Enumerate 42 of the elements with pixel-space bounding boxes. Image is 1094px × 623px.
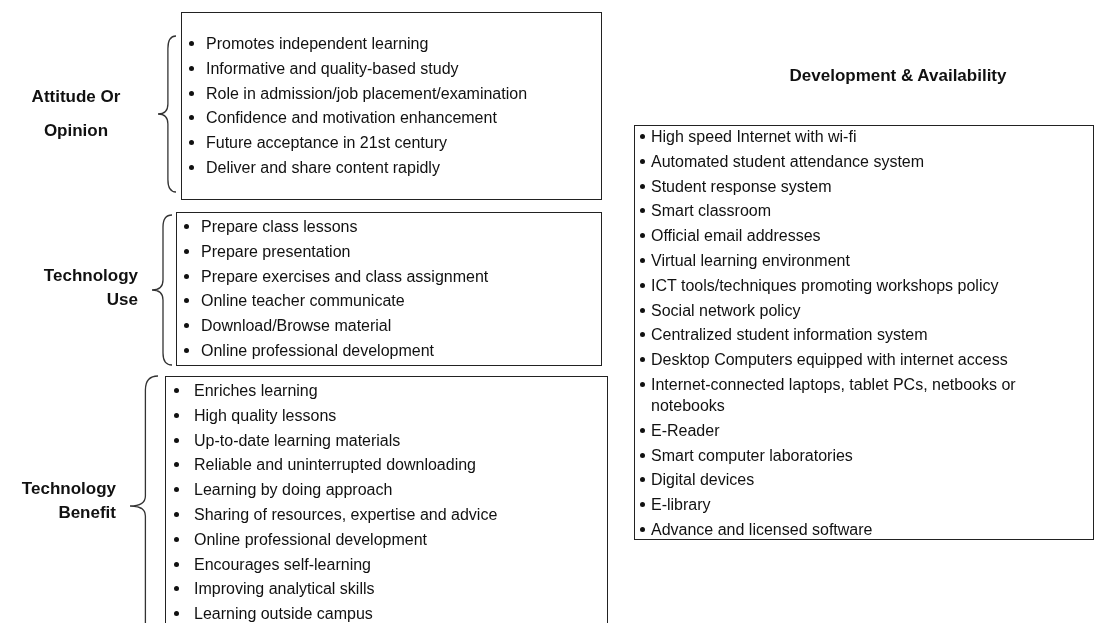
bullet-item: Centralized student information system xyxy=(640,324,1085,350)
group-heading: Technology Benefit xyxy=(20,478,116,524)
bullet-item: Automated student attendance system xyxy=(640,150,1085,176)
bullet-item: Encourages self-learning xyxy=(174,553,601,579)
bullet-item: Role in admission/job placement/examination xyxy=(189,82,595,108)
bullet-item: Enriches learning xyxy=(174,380,601,405)
bullet-item: Prepare exercises and class assignment xyxy=(184,265,595,291)
bullet-item: Digital devices xyxy=(640,469,1085,495)
bullet-item: Advance and licensed software xyxy=(640,518,1085,544)
bullet-item: Promotes independent learning xyxy=(189,33,595,58)
bullet-item: Deliver and share content rapidly xyxy=(189,157,595,182)
bullet-item: High quality lessons xyxy=(174,404,601,430)
bullet-item: Online professional development xyxy=(184,340,595,365)
bullet-item: Smart computer laboratories xyxy=(640,444,1085,470)
bullet-item: Desktop Computers equipped with internet access xyxy=(640,349,1085,374)
bullet-item: E-library xyxy=(640,494,1085,519)
bullet-item: Learning outside campus xyxy=(174,603,601,623)
bullet-item: Learning by doing approach xyxy=(174,479,601,504)
bullet-item: Informative and quality-based study xyxy=(189,57,595,83)
bullet-item: Social network policy xyxy=(640,299,1085,325)
bullet-item: High speed Internet with wi-fi xyxy=(640,126,1085,151)
bullet-item: Student response system xyxy=(640,175,1085,201)
bullet-item: Improving analytical skills xyxy=(174,578,601,604)
group-heading: Technology Use xyxy=(42,265,138,311)
bullet-item: Smart classroom xyxy=(640,200,1085,226)
bullet-item: Up-to-date learning materials xyxy=(174,429,601,455)
bullet-item: Future acceptance in 21st century xyxy=(189,132,595,157)
bullet-item: Reliable and uninterrupted downloading xyxy=(174,454,601,480)
group-heading: Development & Availability xyxy=(788,65,1008,87)
bullet-item: Sharing of resources, expertise and advice xyxy=(174,504,601,529)
bullet-item: Internet-connected laptops, tablet PCs, netbooks or notebooks xyxy=(640,373,1085,420)
bullet-item: Prepare class lessons xyxy=(184,216,595,241)
bullet-item: Prepare presentation xyxy=(184,240,595,266)
bullet-item: Online professional development xyxy=(174,528,601,554)
bullet-item: Download/Browse material xyxy=(184,315,595,340)
bullet-item: E-Reader xyxy=(640,419,1085,445)
bullet-item: ICT tools/techniques promoting workshops policy xyxy=(640,274,1085,300)
bullet-item: Official email addresses xyxy=(640,225,1085,250)
bullet-item: Confidence and motivation enhancement xyxy=(189,107,595,133)
group-heading: Attitude Or Opinion xyxy=(30,86,122,142)
bullet-item: Virtual learning environment xyxy=(640,250,1085,275)
bullet-item: Online teacher communicate xyxy=(184,290,595,316)
